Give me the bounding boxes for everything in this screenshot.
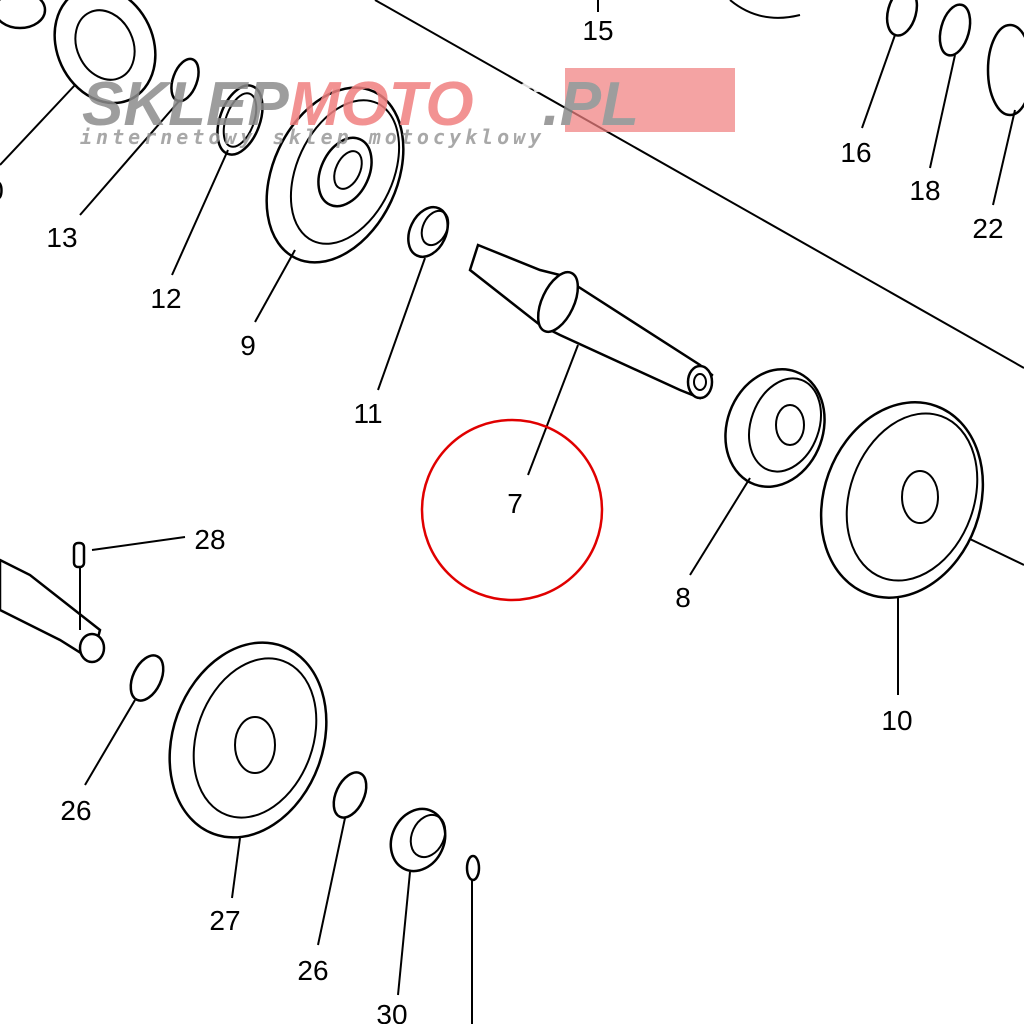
highlight-circle: [420, 418, 604, 602]
callout-16[interactable]: 16: [840, 137, 871, 168]
watermark-sklep: SKLEP: [82, 70, 289, 139]
watermark-tagline: internetowy sklep motocyklowy: [80, 125, 545, 149]
part-10-gear[interactable]: [795, 379, 1010, 620]
axis-line-upper: [374, 0, 1024, 369]
callout-22[interactable]: 22: [972, 213, 1003, 244]
callout-26-b[interactable]: 26: [297, 955, 328, 986]
part-26-circlip-a[interactable]: [124, 650, 170, 705]
part-30-bushing[interactable]: [381, 800, 455, 880]
part-26-circlip-b[interactable]: [327, 767, 373, 822]
callout-10[interactable]: 10: [881, 705, 912, 736]
callout-partial[interactable]: 0: [0, 175, 4, 206]
watermark-pl: .PL: [543, 70, 639, 139]
watermark: SKLEPMOTO46.PL internetowy sklep motocyk…: [80, 68, 735, 149]
part-18-washer[interactable]: [935, 1, 976, 58]
watermark-red-box: [565, 68, 735, 132]
part-7-main-axle[interactable]: [468, 243, 714, 400]
callout-9[interactable]: 9: [240, 330, 256, 361]
callout-27[interactable]: 27: [209, 905, 240, 936]
part-12-washer[interactable]: [209, 79, 271, 160]
part-partial-crown[interactable]: [729, 0, 801, 19]
watermark-moto: MOTO: [289, 70, 474, 139]
part-27-gear[interactable]: [143, 620, 352, 859]
part-13-circlip[interactable]: [166, 55, 204, 105]
callout-11[interactable]: 11: [353, 398, 382, 429]
svg-text:SKLEPMOTO46.PL: SKLEPMOTO46.PL: [82, 70, 639, 139]
callout-30[interactable]: 30: [376, 999, 407, 1024]
part-small-circlip[interactable]: [465, 854, 481, 882]
part-16-circlip[interactable]: [882, 0, 921, 39]
part-9-gear[interactable]: [240, 65, 430, 284]
part-11-bushing[interactable]: [401, 201, 456, 263]
watermark-46: 46: [472, 70, 543, 139]
callout-12[interactable]: 12: [150, 283, 181, 314]
callout-18[interactable]: 18: [909, 175, 940, 206]
callout-7[interactable]: 7: [507, 488, 523, 519]
callout-8[interactable]: 8: [675, 582, 691, 613]
part-22-bearing[interactable]: [986, 23, 1024, 117]
part-secondary-axle[interactable]: [0, 558, 106, 664]
part-8-gear[interactable]: [709, 355, 840, 501]
callout-15[interactable]: 15: [582, 15, 613, 46]
callout-26-a[interactable]: 26: [60, 795, 91, 826]
part-28-pin[interactable]: [72, 541, 86, 569]
callout-13[interactable]: 13: [46, 222, 77, 253]
part-top-left-gear[interactable]: [0, 0, 174, 120]
callout-28[interactable]: 28: [194, 524, 225, 555]
